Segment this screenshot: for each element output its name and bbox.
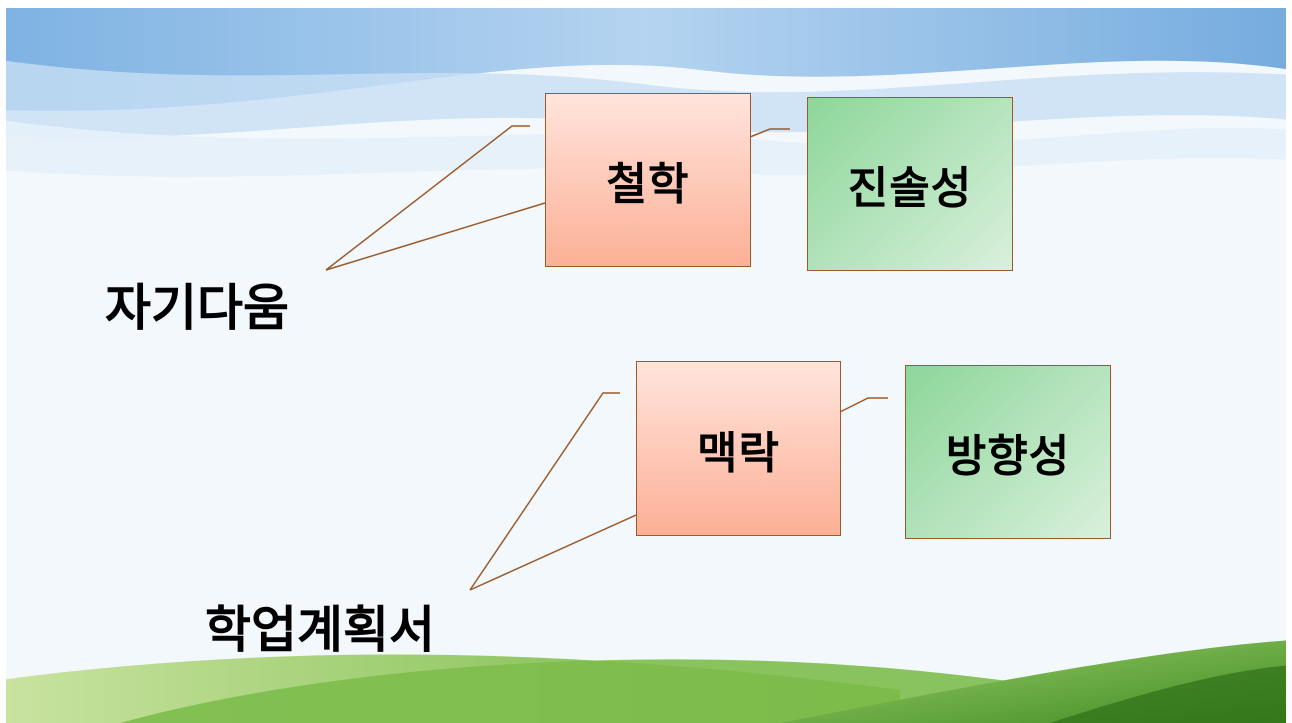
box-context: 맥락 [636, 361, 841, 536]
term-plan: 학업계획서 [205, 601, 435, 659]
box-context-label: 맥락 [697, 427, 780, 479]
connector-self-to-philosophy-top [325, 125, 530, 271]
box-philosophy-label: 철학 [606, 159, 690, 210]
box-sincerity-label: 진솔성 [847, 163, 973, 214]
term-self: 자기다움 [105, 279, 289, 337]
connector-self-to-philosophy-bottom [325, 202, 546, 271]
connector-plan-to-context-bottom [469, 514, 637, 591]
connector-plan-to-context-top [469, 392, 620, 591]
connector-philosophy-to-sincerity [749, 128, 790, 138]
box-philosophy: 철학 [545, 93, 751, 267]
box-direction-label: 방향성 [945, 431, 1071, 482]
connector-context-to-direction [839, 397, 888, 413]
box-sincerity: 진솔성 [807, 97, 1013, 271]
box-direction: 방향성 [905, 365, 1111, 539]
